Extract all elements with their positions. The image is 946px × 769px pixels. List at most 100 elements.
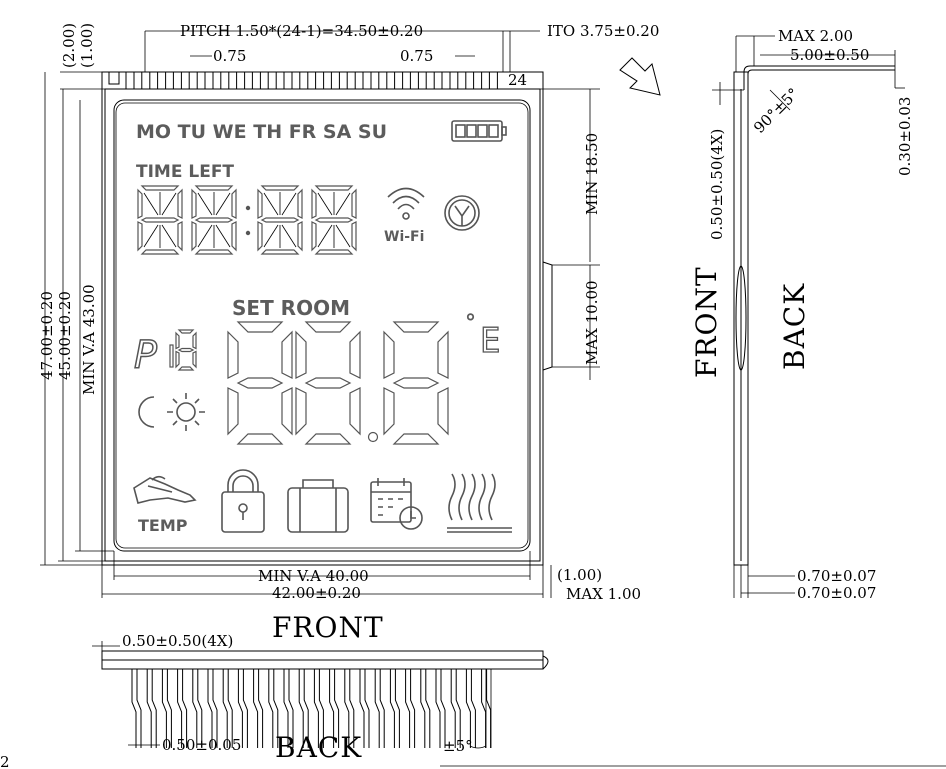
segment: [297, 188, 303, 219]
width-va: MIN V.A 40.00: [258, 567, 369, 585]
pin-pad: [220, 71, 230, 90]
signal-icon: [444, 195, 480, 231]
p-label: P: [134, 333, 157, 377]
clock-digit: [191, 185, 237, 255]
bottom-pin: [161, 669, 172, 748]
top-dimensions: PITCH 1.50*(24-1)=34.50±0.20 ITO 3.75±0.…: [60, 22, 659, 90]
bottom-pin: [405, 669, 416, 748]
bottom-pin: [435, 669, 446, 748]
lcd-content: MO TU WE TH FR SA SU TIME LEFT Wi-Fi: [133, 120, 512, 535]
max-2-label: MAX 2.00: [778, 27, 853, 45]
pin-lead: [374, 669, 385, 748]
pin-pad: [488, 71, 498, 90]
colon-dot: [245, 205, 251, 211]
width-total: 42.00±0.20: [272, 584, 361, 602]
side-seal-ellipse: [735, 265, 747, 371]
bottom-pin: [268, 669, 279, 748]
pin-pad: [157, 71, 167, 90]
segment: [392, 321, 440, 333]
ito-label: ITO 3.75±0.20: [547, 22, 659, 40]
bottom-pin-width-label: 0.50±0.05: [162, 736, 241, 754]
top-dim-1: (1.00): [78, 23, 96, 68]
angle-label: 90°±5°: [750, 84, 802, 136]
glass-2-label: 0.70±0.07: [797, 584, 876, 602]
pin-lead: [298, 669, 309, 748]
segment: [304, 377, 352, 389]
pin-lead: [161, 669, 172, 748]
segment: [335, 224, 351, 248]
bottom-pin: [450, 669, 461, 748]
pin-pad: [251, 71, 261, 90]
segment: [437, 387, 449, 436]
time-left-label: TIME LEFT: [136, 162, 234, 182]
pin-lead: [344, 669, 355, 748]
bottom-pin: [283, 669, 294, 748]
segment: [281, 330, 293, 379]
set-room-label: SET ROOM: [232, 296, 350, 320]
side-pin-lead: [743, 65, 895, 90]
segment: [311, 188, 317, 219]
bottom-angle-label: ±5°: [443, 737, 473, 755]
pin-lead: [131, 669, 142, 748]
pin-lead: [268, 669, 279, 748]
segment: [257, 221, 263, 252]
decimal-point: [367, 431, 379, 443]
bottom-pin: [465, 669, 476, 748]
bottom-pin: [359, 669, 370, 748]
segment: [140, 249, 180, 255]
segment: [437, 330, 449, 379]
pin-lead: [389, 669, 400, 748]
colon-dot: [245, 230, 251, 236]
pin-pad: [362, 71, 372, 90]
pin-width-right: 0.75: [400, 47, 433, 65]
segment: [194, 185, 234, 191]
bottom-pins: [131, 669, 492, 748]
segment: [175, 331, 180, 350]
clock-digit: [311, 185, 357, 255]
min-18-label: MIN 18.50: [583, 133, 601, 215]
heating-icon: [447, 473, 512, 533]
left-dimensions: 47.00±0.20 45.00±0.20 MIN V.A 43.00: [38, 72, 114, 566]
segment: [260, 249, 300, 255]
height-glass: 45.00±0.20: [56, 291, 74, 380]
side-view: MAX 2.00 5.00±0.50 0.30±0.03 90°±5° 0.50…: [690, 27, 914, 602]
weekday-labels: MO TU WE TH FR SA SU: [136, 121, 387, 143]
segment: [143, 224, 159, 248]
pin-pad: [125, 71, 135, 90]
unit-label: E: [480, 321, 500, 361]
segment: [281, 192, 297, 216]
height-va: MIN V.A 43.00: [80, 284, 98, 395]
pin-lead: [253, 669, 264, 748]
segment: [197, 224, 213, 248]
top-dim-2: (2.00): [60, 23, 78, 68]
pin-lead: [283, 669, 294, 748]
segment: [215, 192, 231, 216]
segment: [392, 377, 440, 389]
segment: [383, 330, 395, 379]
battery-icon: [451, 120, 507, 142]
big-digit: [227, 321, 293, 445]
big-digits: [227, 321, 449, 445]
bottom-pin: [237, 669, 248, 748]
pin-lead: [359, 669, 370, 748]
segment: [263, 192, 279, 216]
segment: [314, 185, 354, 191]
thickness-label: 0.30±0.03: [896, 97, 914, 176]
pin-lead: [146, 669, 157, 748]
segment: [161, 224, 177, 248]
pin-pad: [236, 71, 246, 90]
pin-lead: [237, 669, 248, 748]
pin-pad: [394, 71, 404, 90]
right-gap: (1.00): [557, 566, 602, 584]
segment: [317, 224, 333, 248]
segment: [260, 185, 300, 191]
pin-pad: [473, 71, 483, 90]
pin-pad: [315, 71, 325, 90]
segment: [192, 331, 197, 350]
bottom-pin: [389, 669, 400, 748]
segment: [349, 330, 361, 379]
pin-lead: [329, 669, 340, 748]
moon-icon: [138, 396, 155, 428]
calendar-clock-icon: [370, 478, 423, 530]
bottom-pin: [313, 669, 324, 748]
